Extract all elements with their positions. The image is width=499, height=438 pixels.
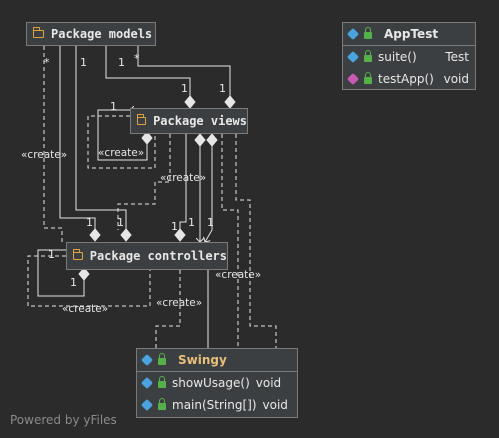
- mult-label: 1: [207, 216, 214, 229]
- diamond-views-1: [184, 95, 196, 109]
- method-name: suite(): [378, 50, 417, 64]
- edge-swingy-views-2: [236, 134, 277, 348]
- apptest-title: AppTest: [384, 27, 439, 41]
- package-controllers-node[interactable]: Package controllers: [66, 242, 228, 270]
- mult-label: 1: [70, 276, 77, 289]
- edge-controllers-self: [37, 250, 85, 297]
- edge-controllers-models-1: [60, 46, 96, 230]
- mult-label: 1: [188, 216, 195, 229]
- diamond-controllers-1: [89, 228, 101, 242]
- folder-icon: [72, 249, 83, 260]
- swingy-class-node[interactable]: Swingy showUsage() void main(String[]) v…: [136, 348, 298, 418]
- edge-views-self-create: [87, 116, 156, 169]
- edge-views-models-2: [138, 46, 231, 96]
- edge-controllers-views-1: [179, 134, 186, 230]
- mult-label: 1: [219, 82, 226, 95]
- mult-label: 1: [80, 56, 87, 69]
- folder-icon: [136, 114, 147, 125]
- edge-views-models-1: [106, 46, 191, 96]
- diamond-views-self: [141, 131, 153, 145]
- create-label: «create»: [215, 269, 261, 281]
- method-return-type: void: [443, 72, 469, 86]
- class-icon: [140, 353, 154, 367]
- mult-label: 1: [110, 100, 117, 113]
- package-controllers-label: Package controllers: [89, 249, 227, 263]
- edge-controllers-models-2: [76, 46, 127, 230]
- method-return-type: Test: [445, 50, 469, 64]
- edge-create-controllers-models: [44, 46, 63, 244]
- package-views-node[interactable]: Package views: [130, 108, 248, 134]
- method-name: main(String[]): [172, 398, 257, 412]
- mult-label: *: [134, 52, 140, 65]
- method-name: testApp(): [378, 72, 434, 86]
- mult-label: *: [44, 56, 50, 69]
- diamond-views-3: [194, 133, 206, 147]
- mult-label: 1: [86, 216, 93, 229]
- lock-icon: [158, 353, 166, 365]
- lock-icon: [158, 376, 166, 388]
- swingy-title: Swingy: [178, 353, 227, 367]
- apptest-header: AppTest: [343, 23, 475, 46]
- diamond-views-4: [206, 133, 218, 147]
- package-views-label: Package views: [153, 114, 247, 128]
- create-label: «create»: [62, 303, 108, 315]
- method-icon: [140, 398, 154, 412]
- diamond-controllers-3: [174, 228, 186, 242]
- diamond-controllers-self: [78, 267, 90, 281]
- edge-views-self: [97, 110, 148, 161]
- create-label: «create»: [21, 149, 67, 161]
- lock-icon: [364, 27, 372, 39]
- swingy-method-row[interactable]: main(String[]) void: [137, 394, 297, 416]
- lock-icon: [364, 50, 372, 62]
- diamond-controllers-2: [120, 228, 132, 242]
- mult-label: 1: [181, 82, 188, 95]
- lock-icon: [364, 72, 372, 84]
- package-models-label: Package models: [51, 27, 153, 41]
- method-icon: [140, 376, 154, 390]
- lock-icon: [158, 398, 166, 410]
- edge-views-controllers-2: [205, 140, 213, 242]
- method-icon: [346, 50, 360, 64]
- create-label: «create»: [160, 172, 206, 184]
- apptest-method-row[interactable]: suite() Test: [343, 46, 475, 68]
- package-models-node[interactable]: Package models: [26, 22, 156, 46]
- mult-label: 1: [118, 56, 125, 69]
- method-return-type: void: [262, 398, 288, 412]
- apptest-class-node[interactable]: AppTest suite() Test testApp() void: [342, 22, 476, 90]
- edge-create-swingy-views: [222, 134, 239, 348]
- apptest-method-row[interactable]: testApp() void: [343, 68, 475, 90]
- method-name: showUsage(): [172, 376, 250, 390]
- diamond-views-2: [224, 95, 236, 109]
- swingy-header: Swingy: [137, 349, 297, 372]
- powered-by-footer: Powered by yFiles: [10, 413, 117, 427]
- create-label: «create»: [98, 147, 144, 159]
- create-label: «create»: [156, 297, 202, 309]
- mult-label: 1: [48, 248, 55, 261]
- test-method-icon: [346, 72, 360, 86]
- class-icon: [346, 27, 360, 41]
- mult-label: 1: [117, 216, 124, 229]
- folder-icon: [32, 27, 44, 38]
- edge-create-views-controllers: [117, 134, 170, 230]
- swingy-method-row[interactable]: showUsage() void: [137, 372, 297, 394]
- edge-create-swingy-controllers: [155, 270, 180, 348]
- mult-label: 1: [171, 220, 178, 233]
- method-return-type: void: [255, 376, 282, 390]
- edge-controllers-self-create: [27, 256, 151, 307]
